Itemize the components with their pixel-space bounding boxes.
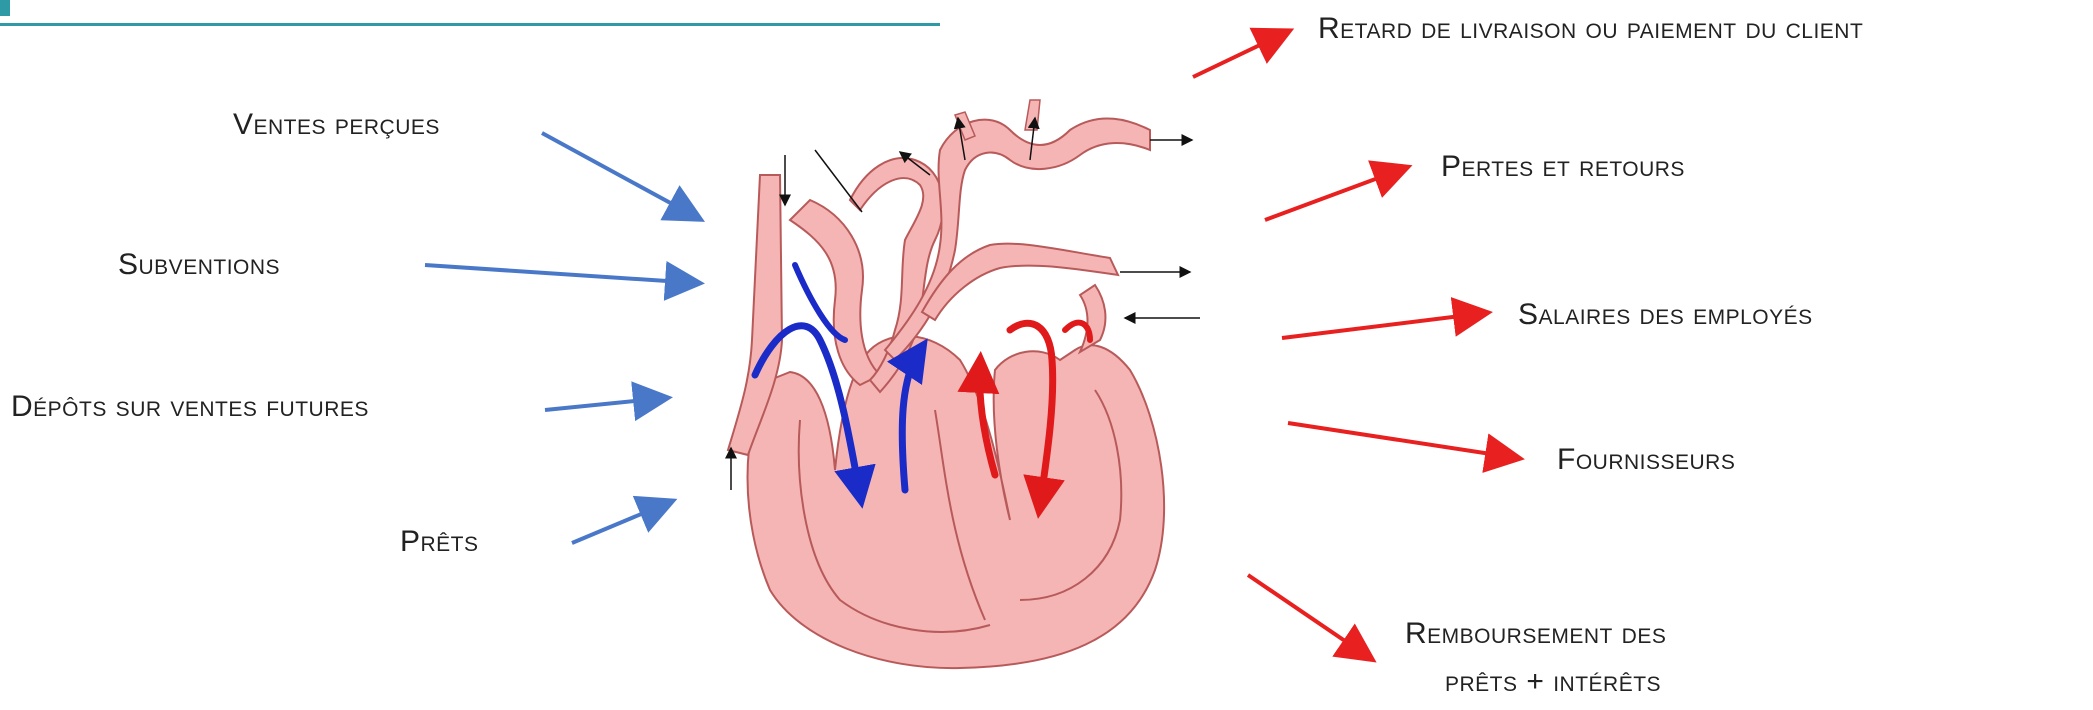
arrow-depots bbox=[545, 398, 665, 410]
arrow-salaires bbox=[1282, 313, 1485, 338]
label-prets: Prêts bbox=[400, 525, 479, 559]
label-remboursement-line1: Remboursement des bbox=[1405, 617, 1666, 651]
label-ventes-percues: Ventes perçues bbox=[233, 108, 440, 142]
vessel-pointer-line bbox=[815, 150, 862, 212]
arrow-prets bbox=[572, 502, 670, 543]
heart-ventricles bbox=[748, 336, 1165, 668]
arrow-subventions bbox=[425, 265, 697, 283]
heart-illustration bbox=[728, 100, 1200, 668]
label-fournisseurs: Fournisseurs bbox=[1557, 443, 1735, 477]
heart-atrium bbox=[790, 200, 880, 385]
label-pertes: Pertes et retours bbox=[1441, 150, 1685, 184]
label-salaires: Salaires des employés bbox=[1518, 298, 1813, 332]
arrow-ventes-percues bbox=[542, 133, 698, 218]
label-remboursement-line2: prêts + intérêts bbox=[1445, 665, 1661, 699]
label-subventions: Subventions bbox=[118, 248, 280, 282]
label-depots: Dépôts sur ventes futures bbox=[11, 390, 369, 424]
arrow-retard bbox=[1193, 32, 1287, 77]
label-retard: Retard de livraison ou paiement du clien… bbox=[1318, 12, 1863, 46]
arrow-fournisseurs bbox=[1288, 423, 1517, 458]
arrow-pertes bbox=[1265, 168, 1405, 220]
arrow-remboursement bbox=[1248, 575, 1370, 658]
